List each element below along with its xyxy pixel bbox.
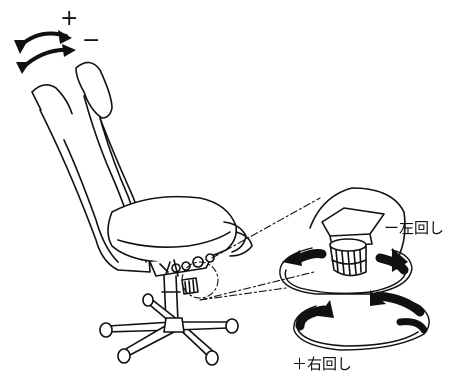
office-chair [32,62,252,365]
tilt-plus-sign: + [60,8,78,30]
clockwise-rotation-icon [294,290,429,350]
counterclockwise-rotation-icon [280,248,412,294]
clockwise-label: ＋右回し [292,356,352,372]
tilt-arrow-icon [14,30,76,74]
counterclockwise-label: ー左回し [384,220,444,236]
tilt-minus-sign: − [82,30,100,52]
